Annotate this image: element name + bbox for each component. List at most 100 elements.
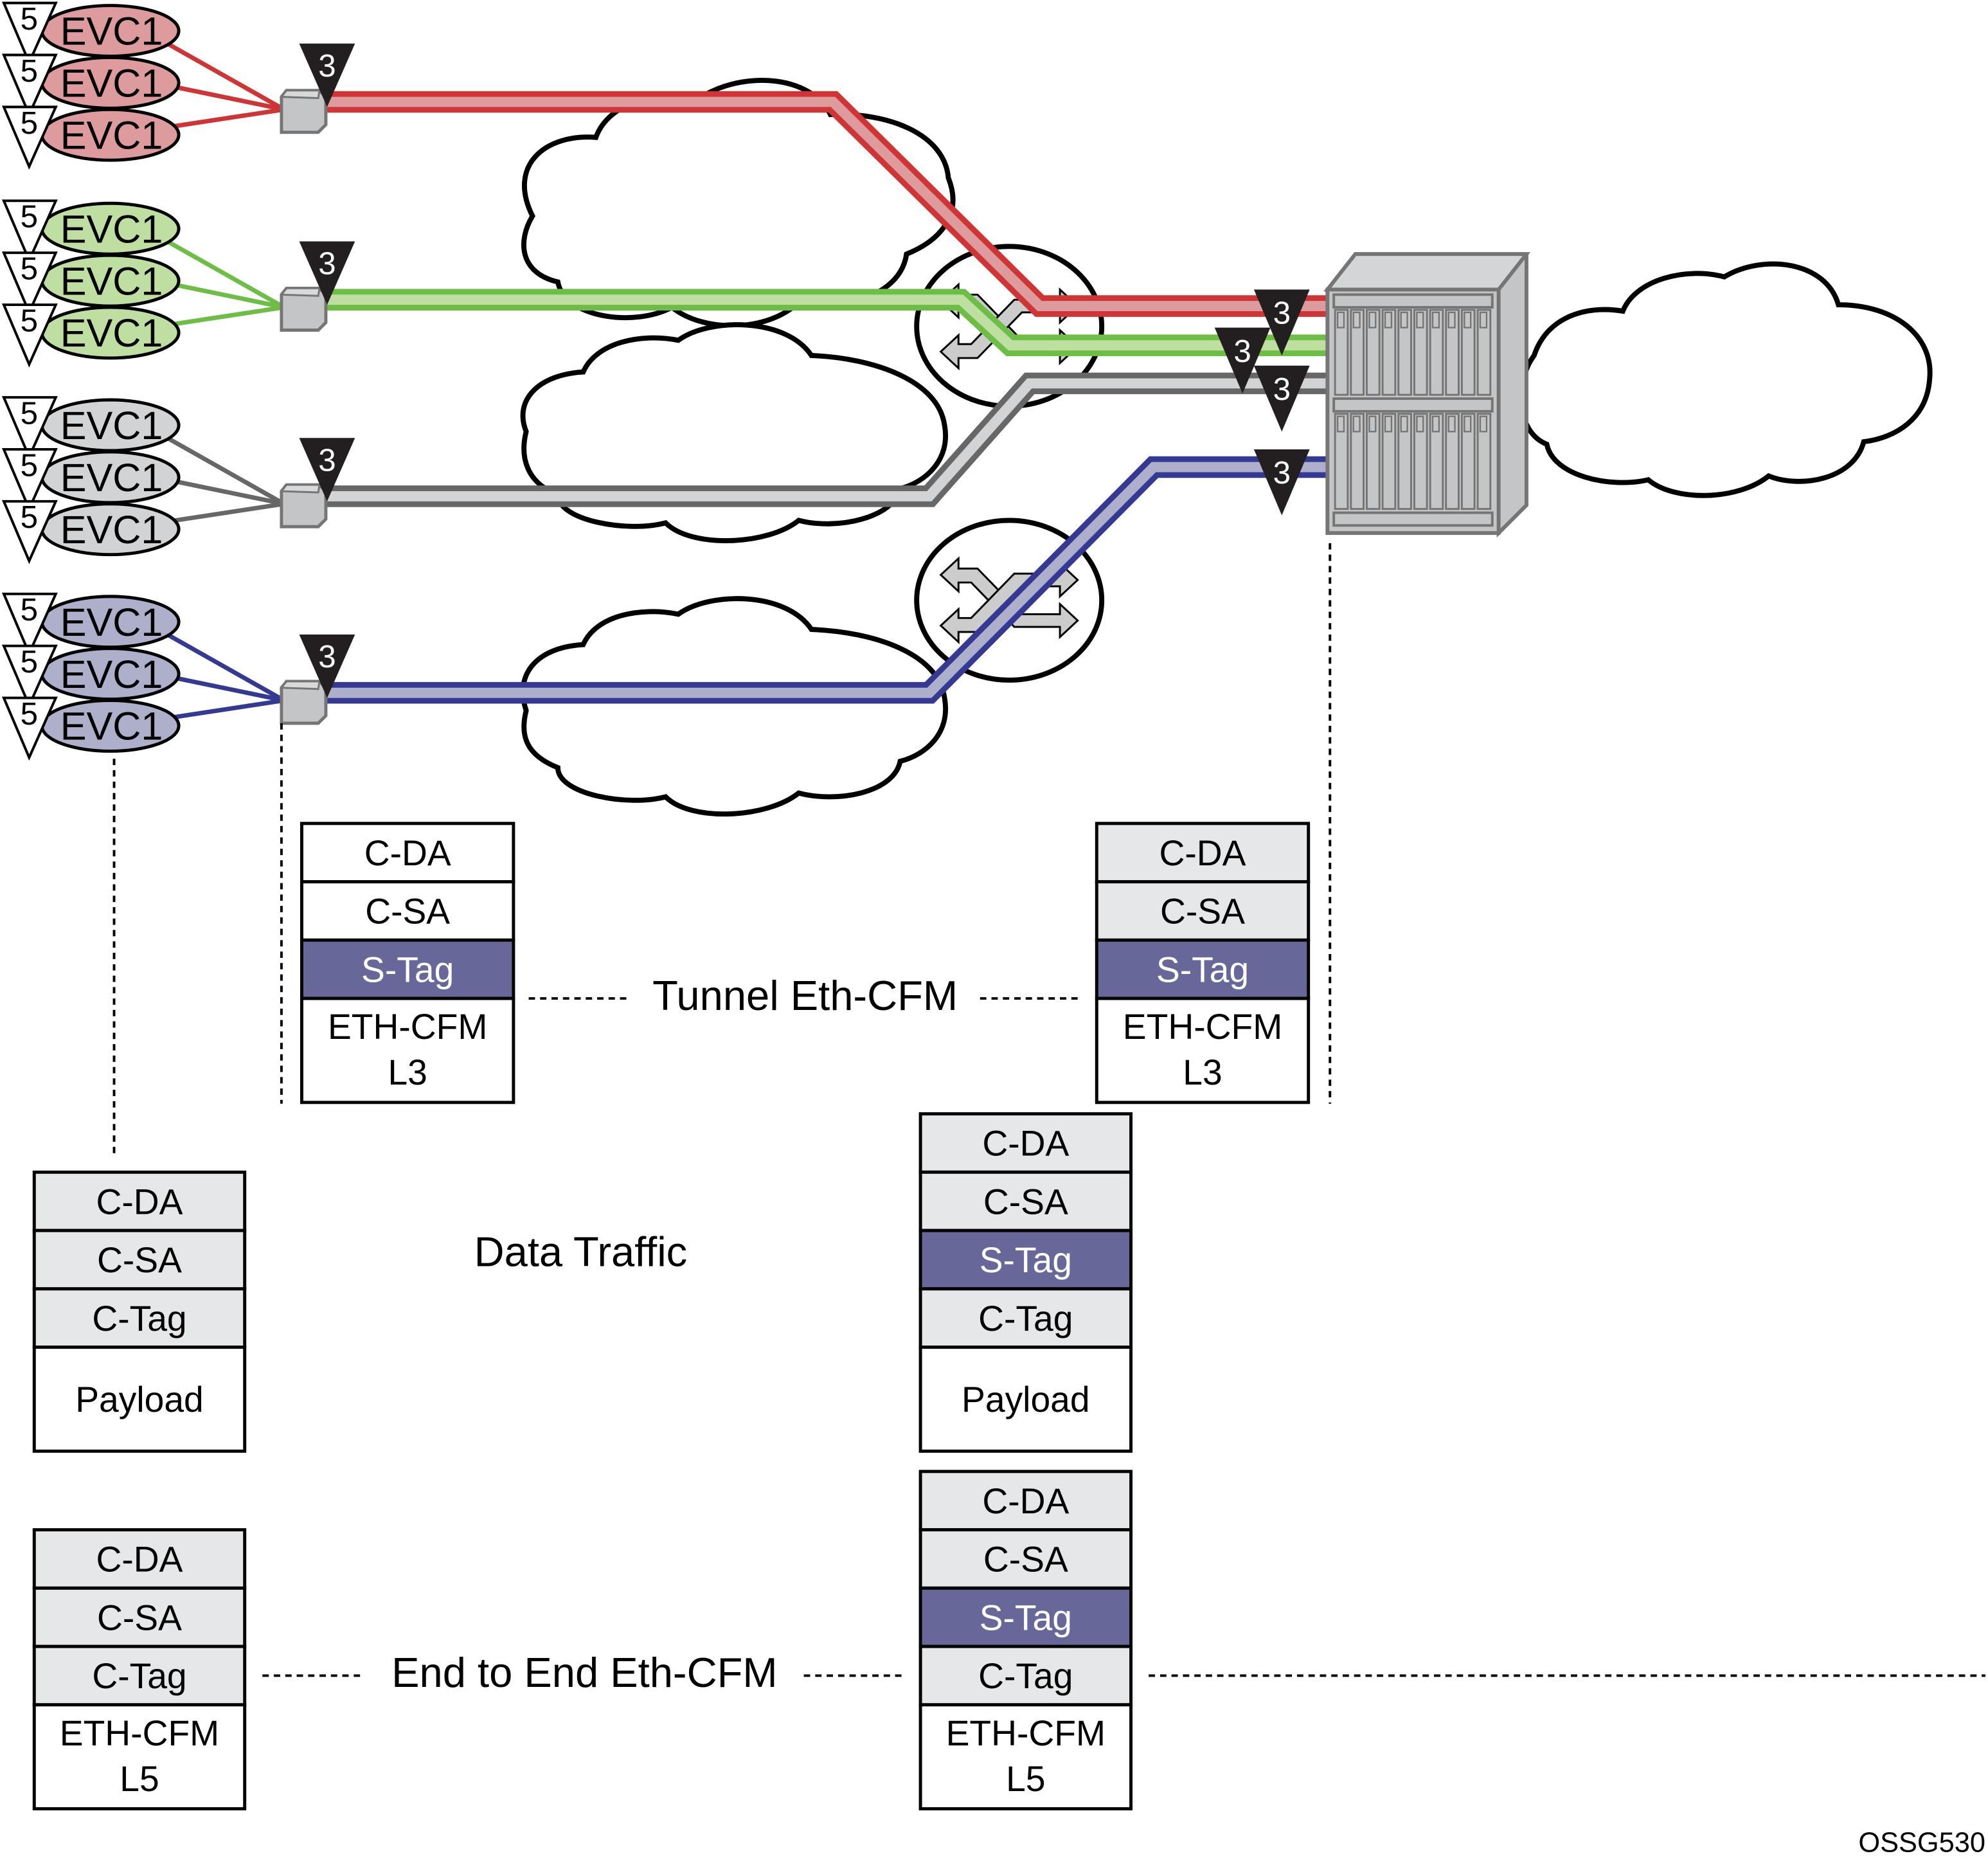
customer-mep-icon: 5 xyxy=(1,105,58,170)
access-mep-icon: 3 xyxy=(299,438,355,501)
data-traffic-label: Data Traffic xyxy=(474,1228,688,1275)
frame-field-label: C-DA xyxy=(96,1540,183,1580)
frame-field-label: L3 xyxy=(1183,1052,1222,1092)
evc-label: EVC1 xyxy=(60,311,163,355)
access-node-icon[interactable] xyxy=(279,286,328,332)
customer-mep-icon: 5 xyxy=(1,644,58,709)
evc-label: EVC1 xyxy=(60,259,163,303)
access-node-icon[interactable] xyxy=(279,89,328,134)
evc-link xyxy=(166,632,285,703)
evc-link xyxy=(166,107,285,130)
provider-network-cloud-middle xyxy=(520,322,948,543)
frame-field: C-DA xyxy=(918,1470,1133,1532)
customer-mep-icon: 5 xyxy=(1,592,58,657)
core-mep-icon-grey: 3 xyxy=(1253,365,1310,432)
frame-field: S-Tag xyxy=(918,1229,1133,1291)
access-node-icon[interactable] xyxy=(279,483,328,528)
customer-mep-icon: 5 xyxy=(1,251,58,316)
frame-field: C-SA xyxy=(918,1528,1133,1590)
frame-field: C-SA xyxy=(32,1586,247,1648)
evc-link xyxy=(166,83,285,112)
frame-field-label: ETH-CFM xyxy=(60,1713,219,1753)
evc-label: EVC1 xyxy=(60,705,163,748)
customer-mep-icon: 5 xyxy=(1,696,58,761)
access-node-icon[interactable] xyxy=(279,680,328,725)
frame-field-label: C-SA xyxy=(365,892,450,932)
frame-field-label: C-DA xyxy=(982,1481,1069,1521)
frame-field: C-SA xyxy=(300,880,515,942)
frame-field-label: C-SA xyxy=(983,1540,1068,1580)
frame-field: C-Tag xyxy=(918,1287,1133,1349)
tunnel-blue xyxy=(324,456,1328,704)
frame-field-label: L3 xyxy=(388,1052,427,1092)
figure-id: OSSG530 xyxy=(1858,1828,1985,1859)
frame-field: C-DA xyxy=(300,822,515,884)
evc-link xyxy=(166,698,285,721)
tunnel-green xyxy=(324,289,1328,356)
mep-level-label: 3 xyxy=(318,48,336,84)
mep-level-label: 3 xyxy=(318,639,336,674)
customer-mep-icon: 5 xyxy=(1,53,58,118)
mep-level-label: 5 xyxy=(21,1,38,37)
core-mep-icon-green: 3 xyxy=(1214,327,1271,394)
access-mep-icon: 3 xyxy=(299,634,355,698)
evc-link xyxy=(166,239,285,310)
service-tunnels xyxy=(324,91,1328,704)
customer-mep-icon: 5 xyxy=(1,500,58,564)
customer-mep-icon: 5 xyxy=(1,303,58,368)
frame-field-label: S-Tag xyxy=(361,950,454,989)
frame-field: C-Tag xyxy=(32,1287,247,1349)
evc-link xyxy=(166,674,285,703)
mep-level-label: 3 xyxy=(318,442,336,478)
mep-level-label: 5 xyxy=(21,447,38,483)
mep-level-label: 3 xyxy=(1233,334,1251,369)
mep-level-label: 5 xyxy=(21,644,38,680)
mep-level-label: 5 xyxy=(21,53,38,89)
frame-field-label: C-SA xyxy=(97,1240,182,1280)
frame-field: C-SA xyxy=(918,1170,1133,1232)
tunnel-grey xyxy=(324,372,1328,507)
tunnel-eth-cfm-label: Tunnel Eth-CFM xyxy=(652,972,958,1019)
evc-label: EVC1 xyxy=(60,508,163,552)
evc-link xyxy=(166,436,285,506)
mep-level-label: 5 xyxy=(21,105,38,141)
frame-field: S-Tag xyxy=(918,1586,1133,1648)
evc-label: EVC1 xyxy=(60,207,163,251)
core-mep-icon-blue: 3 xyxy=(1253,449,1310,516)
customer-mep-icon: 5 xyxy=(1,1,58,66)
frame-field: C-DA xyxy=(32,1528,247,1590)
customer-network-cloud-right xyxy=(1518,261,1933,498)
frame-field-label: L5 xyxy=(120,1759,159,1799)
frame-field-label: S-Tag xyxy=(980,1598,1072,1637)
customer-mep-icon: 5 xyxy=(1,447,58,512)
evc-label: EVC1 xyxy=(60,600,163,644)
frame-field: ETH-CFM L5 xyxy=(32,1703,247,1811)
frame-field-label: Payload xyxy=(75,1380,204,1419)
frame-field-label: C-DA xyxy=(96,1182,183,1221)
mep-level-label: 3 xyxy=(318,246,336,282)
frame-field: Payload xyxy=(918,1346,1133,1453)
customer-mep-icon: 5 xyxy=(1,199,58,264)
